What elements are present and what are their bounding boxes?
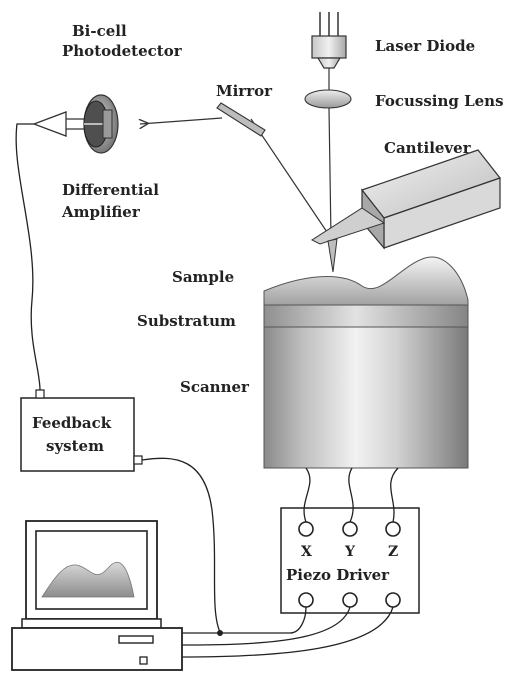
substratum — [263, 304, 469, 328]
label-system: system — [46, 437, 104, 455]
label-sample: Sample — [172, 268, 234, 286]
feedback-output-port — [133, 455, 143, 465]
label-substratum: Substratum — [137, 312, 236, 330]
label-photodetector: Photodetector — [62, 42, 183, 60]
label-mirror: Mirror — [216, 82, 273, 100]
label-axis-x: X — [301, 544, 312, 560]
label-axis-z: Z — [388, 544, 398, 560]
wires — [15, 123, 399, 658]
label-piezo-driver: Piezo Driver — [286, 566, 390, 584]
label-amplifier: Amplifier — [61, 203, 141, 221]
laser-diode — [311, 12, 347, 69]
label-focussing-lens: Focussing Lens — [375, 92, 504, 110]
computer-base — [11, 627, 183, 671]
feedback-system-box — [20, 397, 135, 472]
piezo-terminals — [298, 521, 401, 608]
label-differential: Differential — [62, 181, 159, 199]
sample-surface — [263, 256, 469, 308]
laser-beam — [140, 68, 332, 239]
differential-amplifier — [32, 111, 84, 137]
bicell-photodetector — [83, 94, 119, 154]
feedback-input-port — [35, 389, 45, 399]
label-scanner: Scanner — [180, 378, 250, 396]
label-axis-y: Y — [344, 544, 356, 560]
label-bicell: Bi-cell — [72, 22, 127, 40]
label-feedback: Feedback — [32, 414, 112, 432]
scanner — [263, 326, 469, 469]
cantilever — [310, 149, 501, 273]
computer — [11, 520, 183, 671]
monitor-stand — [21, 618, 162, 629]
disk-drive-slot — [118, 635, 154, 644]
screen-topography — [41, 561, 135, 598]
focussing-lens — [304, 89, 352, 109]
power-button — [139, 656, 148, 665]
label-cantilever: Cantilever — [384, 139, 472, 157]
mirror — [216, 102, 266, 137]
label-laser-diode: Laser Diode — [375, 37, 475, 55]
